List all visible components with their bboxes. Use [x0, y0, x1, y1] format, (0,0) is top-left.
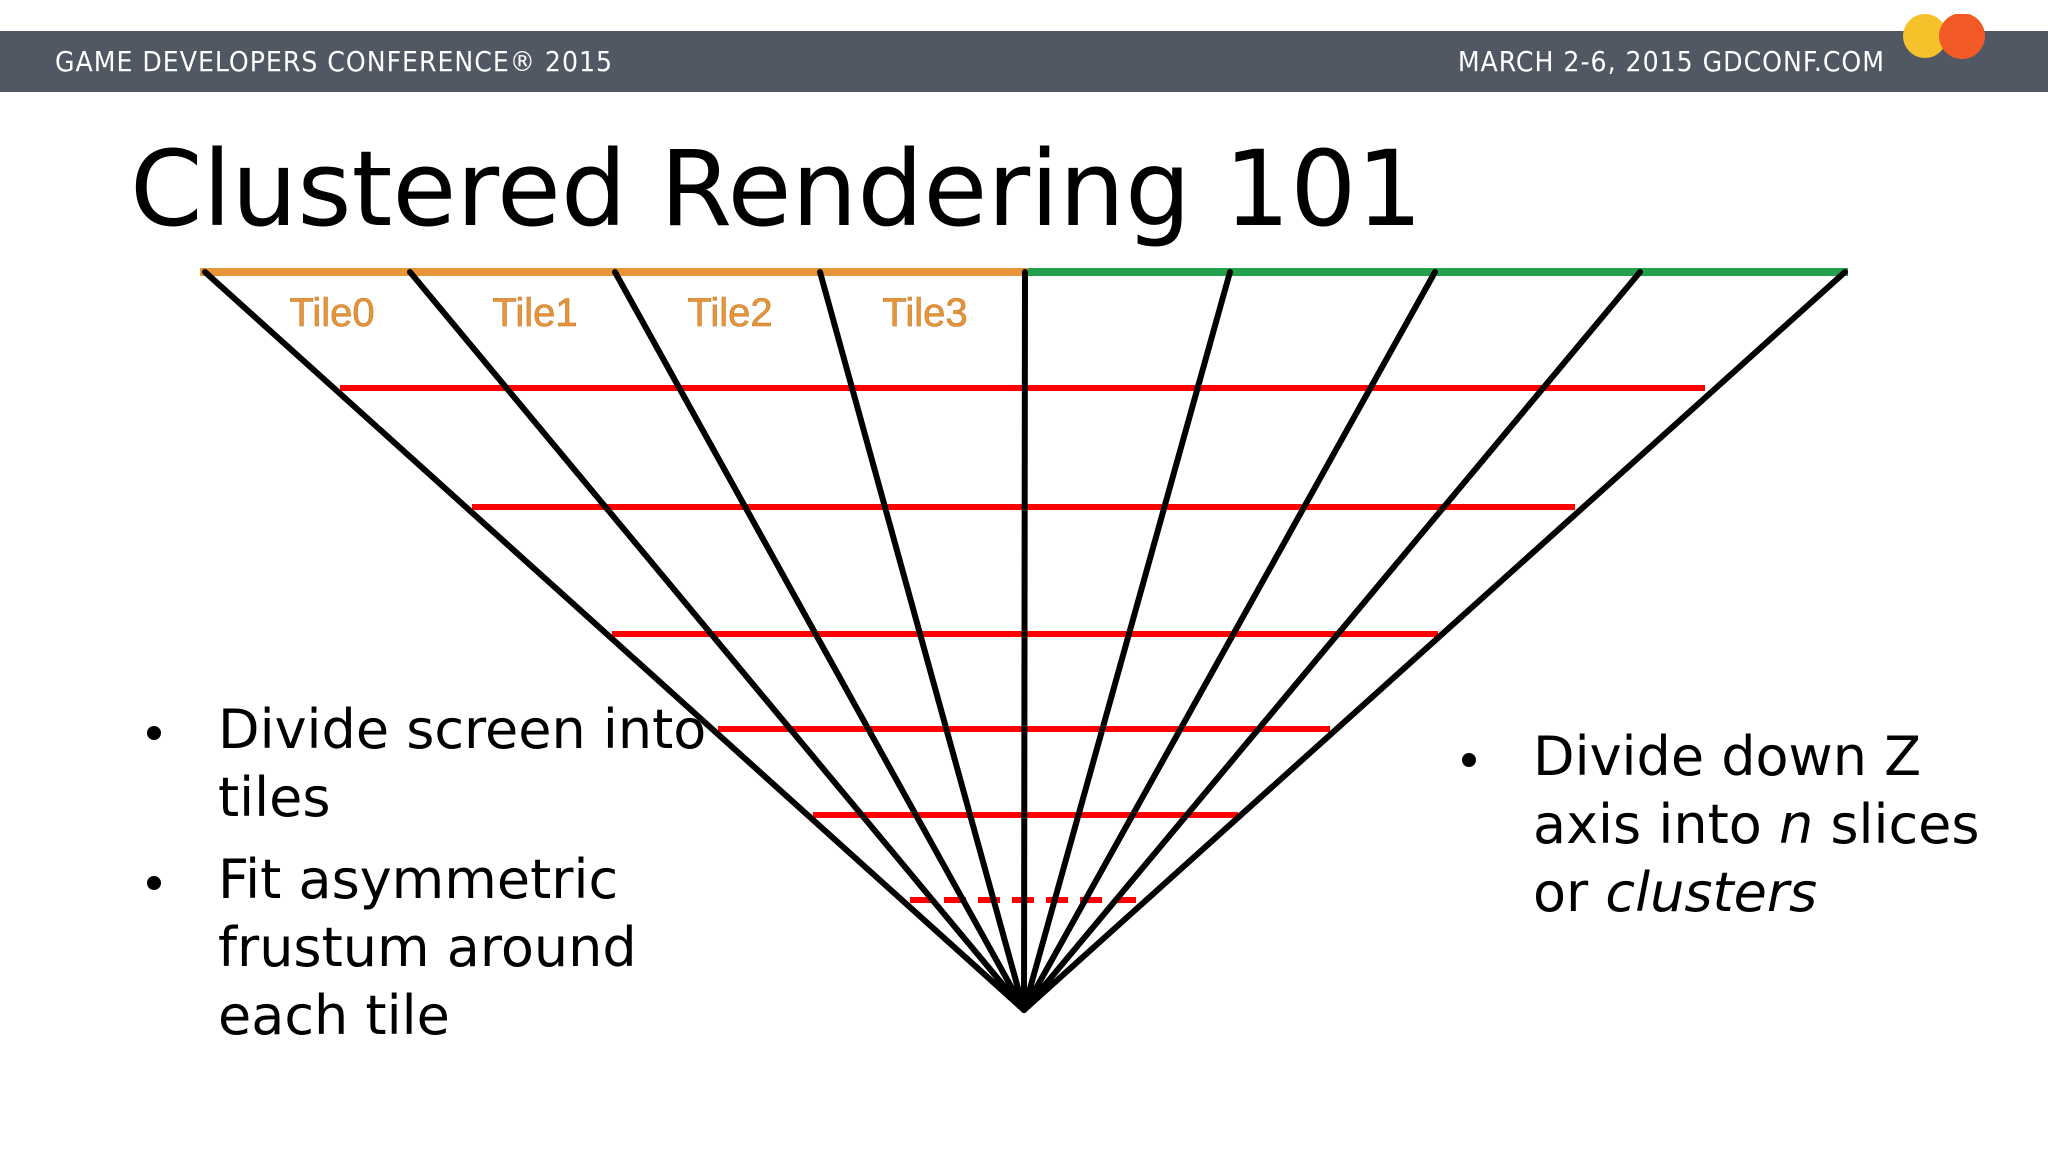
- bullet-z-clusters: clusters: [1605, 861, 1818, 924]
- frustum-edge-1: [407, 269, 1027, 1013]
- bullet-z-n: n: [1778, 793, 1814, 856]
- slide-title: Clustered Rendering 101: [130, 128, 1423, 250]
- conference-name: GAME DEVELOPERS CONFERENCE® 2015: [55, 45, 614, 78]
- frustum-edge-6: [1021, 269, 1438, 1013]
- right-bullet-list: Divide down Z axis into n slices or clus…: [1445, 723, 2005, 941]
- conference-dates-url: MARCH 2-6, 2015 GDCONF.COM: [1457, 45, 1885, 78]
- frustum-edge-3: [817, 269, 1027, 1013]
- tile-label-0: Tile0: [289, 291, 374, 335]
- bullet-z-middle: slices or: [1533, 793, 1980, 924]
- frustum-edge-2: [612, 269, 1027, 1013]
- tile-label-2: Tile2: [687, 291, 772, 335]
- tile-label-3: Tile3: [882, 291, 967, 335]
- left-bullet-list: Divide screen into tiles Fit asymmetric …: [130, 696, 730, 1064]
- bullet-z-text: Divide down Z axis into: [1533, 725, 1922, 856]
- bullet-divide-screen: Divide screen into tiles: [130, 696, 730, 832]
- gdc-circles-logo-icon: [1903, 14, 1985, 59]
- tile-label-1: Tile1: [492, 291, 577, 335]
- frustum-edge-center: [1021, 269, 1028, 1013]
- frustum-edge-5: [1021, 269, 1233, 1013]
- frustum-edge-7: [1021, 269, 1643, 1013]
- frustum-edge-8: [1021, 269, 1848, 1013]
- frustum-edge-0: [202, 269, 1027, 1013]
- bullet-divide-z-axis: Divide down Z axis into n slices or clus…: [1445, 723, 2005, 927]
- header-bar: [0, 31, 2048, 92]
- bullet-fit-frustum: Fit asymmetric frustum around each tile: [130, 846, 730, 1050]
